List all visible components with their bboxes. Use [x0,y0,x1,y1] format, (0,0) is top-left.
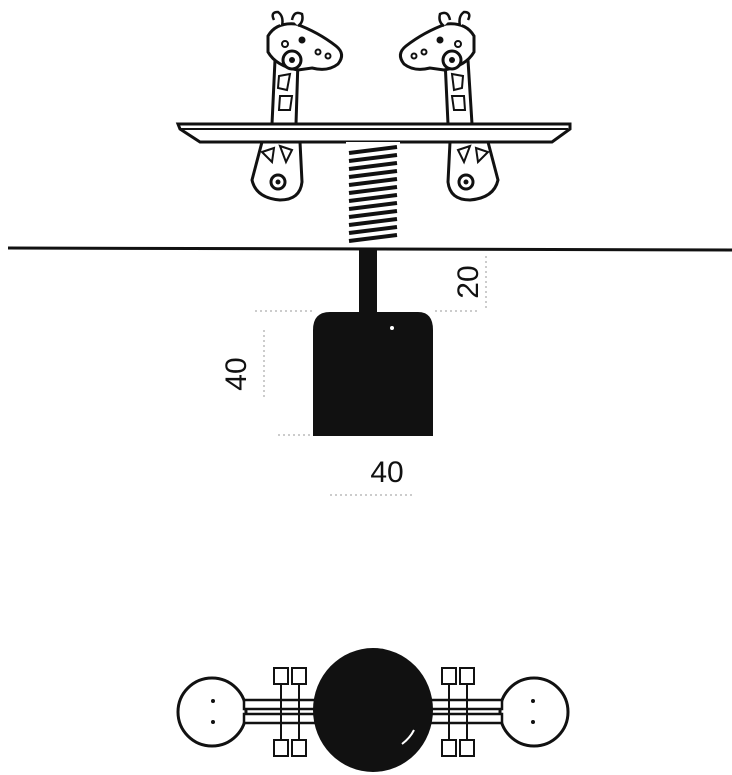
coil-spring [346,142,400,246]
ground-line [7,246,732,252]
plan-bolts [273,667,475,757]
giraffe-right [399,10,500,202]
plan-spring-top [313,648,433,772]
elevation-view: 20 40 40 [7,10,732,496]
dimension-label-base-height: 40 [220,357,253,390]
spring-coil [348,145,398,155]
spring-coil [348,161,398,171]
spring-coil [348,201,398,211]
spring-coil [348,233,398,243]
anchor-post [359,250,377,312]
spring-coil [348,193,398,203]
spring-coil [348,209,398,219]
giraffe-left [250,10,343,202]
spring-coil [348,169,398,179]
plan-handle-left [176,676,248,748]
seat-platform [175,122,572,144]
plan-handle-right [498,676,570,748]
dimension-lines [255,256,487,496]
spring-coil [348,225,398,235]
dimension-label-20: 20 [452,265,485,298]
spring-coil [348,177,398,187]
spring-coil [348,153,398,163]
spring-coil [348,185,398,195]
plan-view [176,648,570,772]
concrete-footing [313,312,433,436]
spring-coil [348,217,398,227]
dimension-label-base-width: 40 [370,456,403,489]
